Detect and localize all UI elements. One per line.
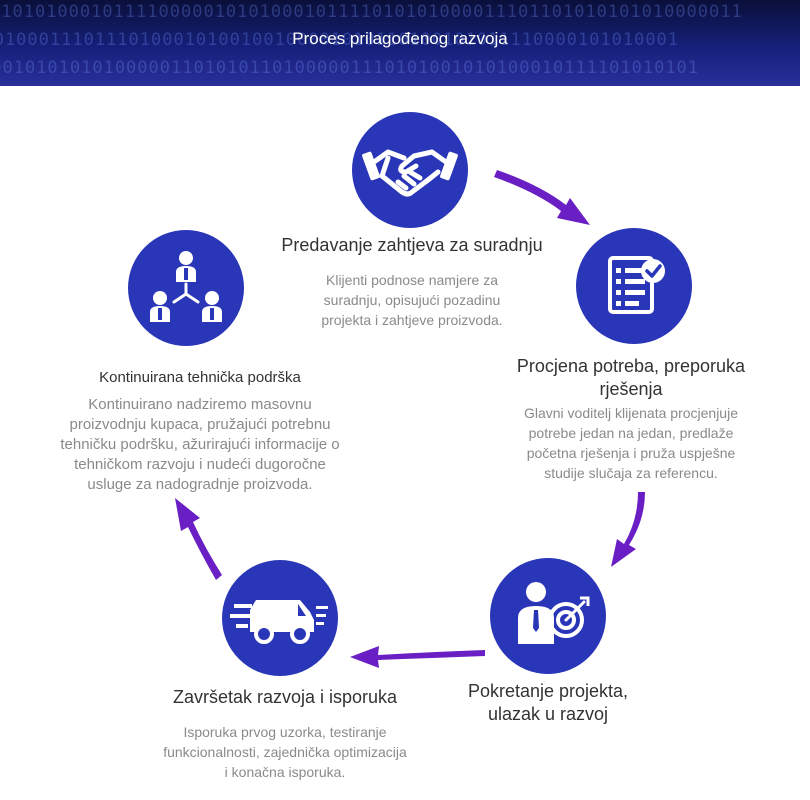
binary-pattern-row: 0001010101010000011010101101000001110101… [0, 58, 700, 78]
arrow-step3-to-step4 [350, 646, 485, 668]
binary-pattern-row: 0101010001011110000010101000101111010101… [0, 2, 743, 22]
step-2-title: Procjena potreba, preporuka rješenja [516, 356, 746, 399]
step-1-title: Predavanje zahtjeva za suradnju [281, 235, 543, 255]
arrow-step4-to-step5 [175, 498, 222, 580]
arrow-step1-to-step2 [494, 170, 590, 225]
step-1-circle [352, 112, 468, 228]
step-4-description: Isporuka prvog uzorka, testiranje funkci… [163, 724, 407, 780]
checklist-icon [608, 256, 665, 314]
team-network-icon [150, 251, 222, 322]
step-2-description: Glavni voditelj klijenata procjenjuje po… [523, 405, 738, 481]
header-banner: 0101010001011110000010101000101111010101… [0, 0, 800, 86]
arrow-step2-to-step3 [611, 492, 645, 567]
step-4-circle [222, 560, 338, 676]
step-4-title: Završetak razvoja i isporuka [172, 687, 398, 707]
step-3-title: Pokretanje projekta, ulazak u razvoj [467, 681, 629, 724]
handshake-icon [362, 149, 458, 197]
step-3-circle [490, 558, 606, 674]
step-5-description: Kontinuirano nadziremo masovnu proizvodn… [60, 396, 340, 493]
delivery-truck-icon [230, 600, 328, 644]
page-title: Proces prilagođenog razvoja [292, 29, 508, 48]
step-2-circle [576, 228, 692, 344]
binary-pattern-row: 1010100011101110100010100100100001010110… [0, 30, 680, 50]
step-5-circle [128, 230, 244, 346]
step-1-description: Klijenti podnose namjere za suradnju, op… [321, 272, 503, 328]
step-5-title: Kontinuirana tehnička podrška [99, 369, 301, 386]
target-person-icon [518, 582, 590, 644]
